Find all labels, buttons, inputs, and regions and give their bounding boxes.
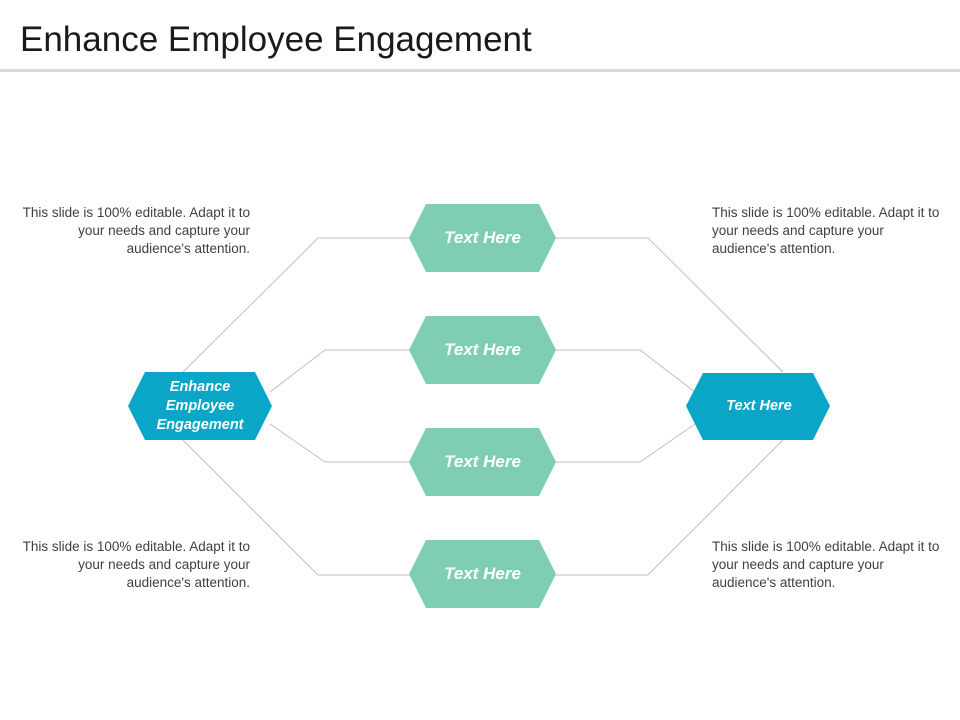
connector-left-4	[182, 439, 410, 576]
item-hexagon-4	[409, 540, 556, 608]
connector-left-2	[269, 349, 410, 393]
item-label-2: Text Here	[444, 340, 521, 359]
hub-hexagon-left	[128, 372, 272, 440]
note-bottom-left: This slide is 100% editable. Adapt it to…	[22, 539, 250, 590]
note-top-right: This slide is 100% editable. Adapt it to…	[712, 205, 940, 256]
slide-title: Enhance Employee Engagement	[20, 20, 532, 59]
connector-right-1	[553, 237, 784, 373]
note-top-left: This slide is 100% editable. Adapt it to…	[22, 205, 250, 256]
connector-left-1	[182, 237, 410, 373]
connector-right-4	[553, 439, 784, 576]
title-divider	[0, 69, 960, 72]
note-bottom-right: This slide is 100% editable. Adapt it to…	[712, 539, 940, 590]
item-label-3: Text Here	[444, 452, 521, 471]
item-hexagon-3	[409, 428, 556, 496]
hub-hexagon-right	[686, 373, 830, 440]
connector-right-2	[553, 349, 696, 393]
item-hexagon-2	[409, 316, 556, 384]
hub-label-left: Enhance Employee Engagement	[156, 378, 244, 433]
item-label-4: Text Here	[444, 564, 521, 583]
connector-left-3	[269, 423, 410, 463]
item-label-1: Text Here	[444, 228, 521, 247]
connector-right-3	[553, 423, 696, 463]
item-hexagon-1	[409, 204, 556, 272]
hub-label-right: Text Here	[726, 398, 792, 414]
